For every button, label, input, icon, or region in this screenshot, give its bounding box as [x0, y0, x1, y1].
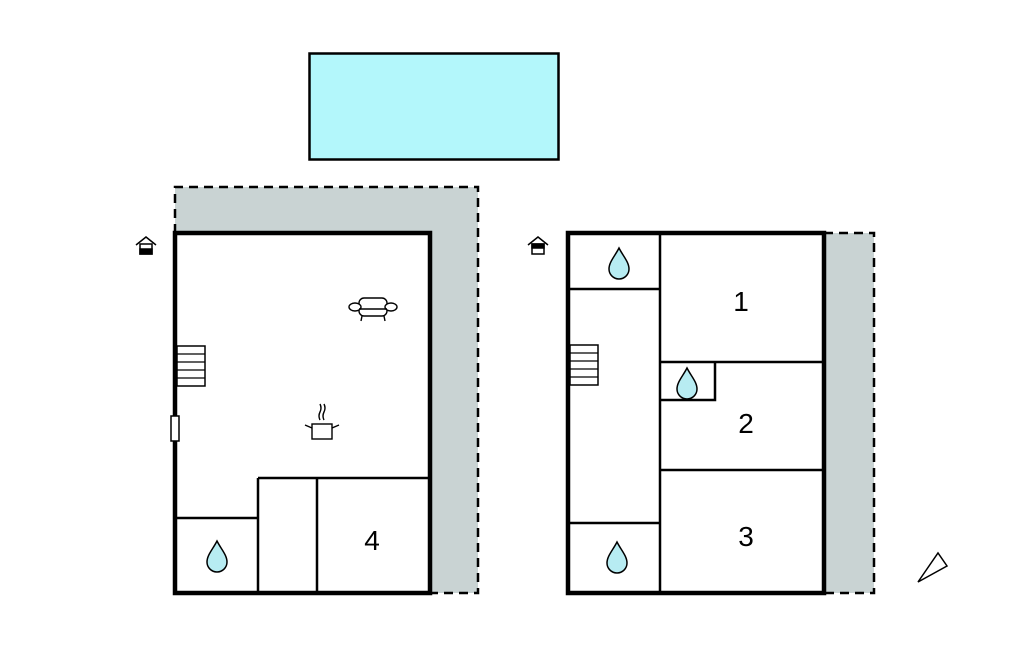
- water-drop-icon: [676, 367, 698, 400]
- entrance-icon: [135, 236, 157, 255]
- entrance-icon: [527, 236, 549, 255]
- north-arrow-icon: [917, 551, 949, 583]
- exterior-walls: [172, 230, 433, 596]
- terrace: [175, 187, 478, 593]
- cooking-pot-icon: [304, 403, 340, 440]
- terrace-border: [824, 231, 876, 595]
- stairs-icon: [176, 345, 206, 387]
- interior-wall: [660, 362, 717, 402]
- terrace: [824, 233, 874, 593]
- room-label: 1: [733, 286, 749, 317]
- water-drop-icon: [608, 247, 630, 280]
- room-label: 2: [738, 408, 754, 439]
- window-icon: [170, 415, 180, 442]
- sofa-icon: [348, 297, 398, 322]
- pool: [308, 52, 560, 161]
- room-label: 4: [364, 525, 380, 556]
- water-drop-icon: [206, 540, 228, 573]
- stairs-icon: [569, 344, 599, 386]
- room-label: 3: [738, 521, 754, 552]
- terrace-border: [173, 185, 480, 595]
- upper-floor-plan: 1 2 3: [565, 230, 876, 596]
- exterior-walls: [565, 230, 827, 596]
- ground-floor-plan: 4: [170, 185, 480, 596]
- water-drop-icon: [606, 541, 628, 574]
